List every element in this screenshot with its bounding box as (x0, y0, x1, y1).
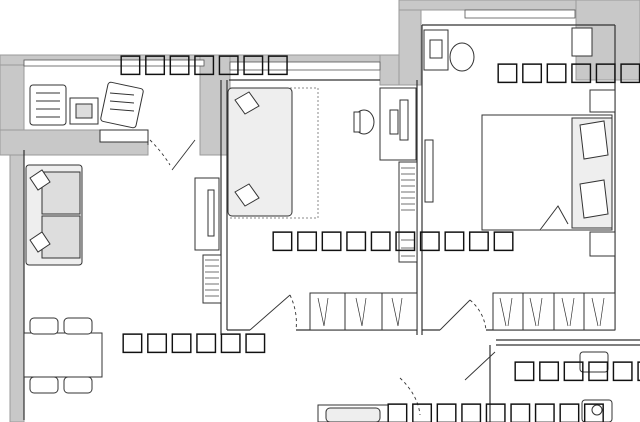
windows (23, 9, 576, 71)
dining-chair (29, 376, 59, 394)
dining-chair (63, 317, 93, 335)
dining-table (23, 332, 103, 378)
dining-chair (29, 317, 59, 335)
bookshelf-middle (398, 161, 418, 263)
tv-unit (194, 177, 220, 251)
daybed (227, 87, 293, 217)
nightstand (589, 231, 616, 257)
room-label-middle-room: □□□□□□□□□□ (270, 225, 516, 255)
middle-room-furniture (227, 87, 418, 331)
nightstand (589, 89, 616, 113)
balcony-chair-right (100, 81, 144, 129)
bottom-fixtures (317, 351, 613, 422)
room-label-balcony: □□□□□□□ (118, 49, 290, 79)
room-labels: □□□□□□□ □□□□□□□□ □□□□□□□□□□ □□□□□□ □□□□□… (118, 49, 640, 422)
balcony-furniture (29, 81, 149, 143)
wall-mirror (424, 139, 434, 203)
living-room-furniture (23, 164, 222, 394)
bookshelf-left (202, 254, 222, 304)
dining-chair (63, 376, 93, 394)
bedroom-furniture (423, 27, 616, 331)
room-label-bedroom: □□□□□□□□ (495, 57, 640, 87)
room-label-living-room: □□□□□□ (120, 327, 267, 357)
door-swings (147, 135, 496, 416)
office-chair-bedroom (449, 42, 475, 72)
room-label-bathroom: □□□□□□□□□ (385, 397, 606, 422)
balcony-chair-left (29, 84, 67, 126)
room-label-hall: □□□□□□□ (512, 355, 640, 385)
